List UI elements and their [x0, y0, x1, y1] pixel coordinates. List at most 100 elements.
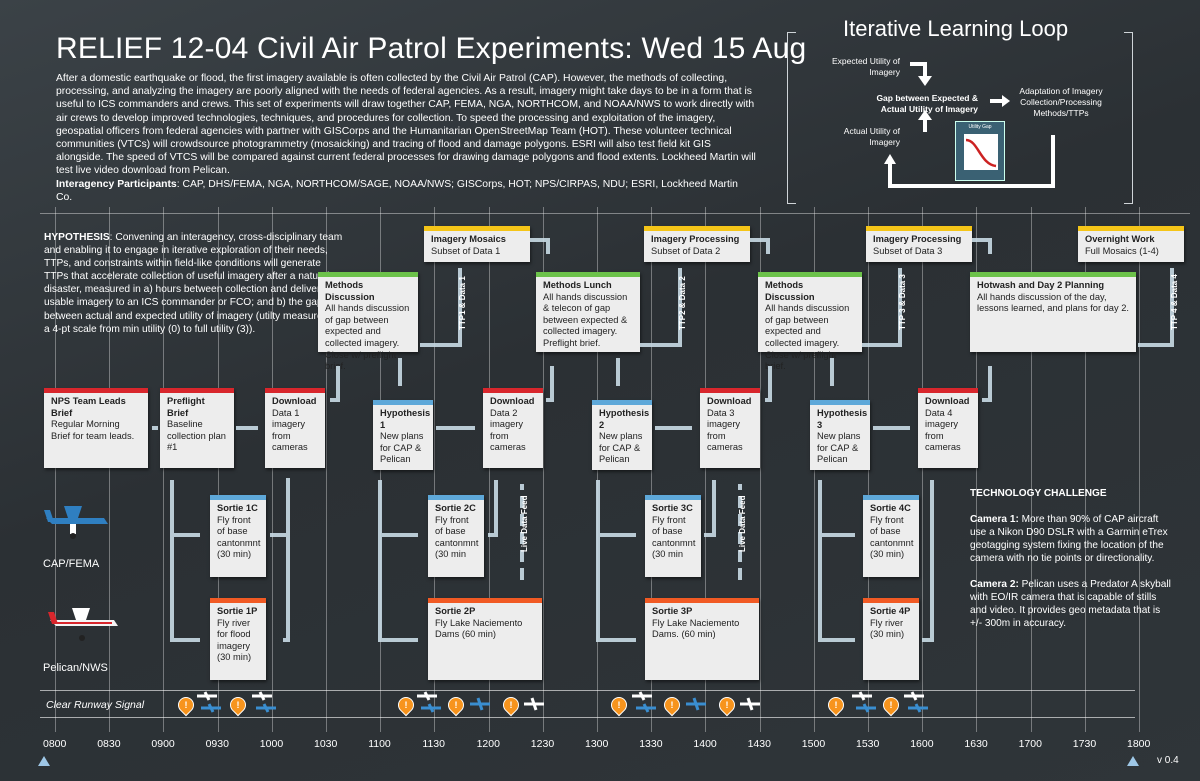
loop-bracket-left	[787, 32, 796, 204]
card-text: Data 4 imagery from cameras	[925, 407, 961, 453]
time-gridline	[109, 207, 111, 732]
hypothesis-text: HYPOTHESIS: Convening an interagency, cr…	[44, 231, 344, 336]
card-heading: Sortie 3P	[652, 606, 693, 616]
card-text: Baseline collection plan #1	[167, 419, 226, 453]
card-heading: Sortie 2C	[435, 503, 476, 513]
card-text: Fly front of base cantonmnt (30 min)	[870, 514, 914, 560]
triangle-marker-icon	[1127, 756, 1139, 766]
time-label: 1100	[368, 738, 391, 750]
card-text: New plans for CAP & Pelican	[599, 431, 643, 465]
card-heading: Preflight Brief	[167, 396, 205, 418]
time-label: 0800	[43, 738, 67, 750]
cap-plane-icon	[44, 506, 108, 539]
cap-label: CAP/FEMA	[43, 558, 100, 570]
time-label: 0930	[205, 738, 229, 750]
card-heading: Sortie 2P	[435, 606, 476, 616]
page-title: RELIEF 12-04 Civil Air Patrol Experiment…	[56, 32, 807, 65]
card-text: Fly river (30 min)	[870, 617, 905, 640]
card-text: All hands discussion & telecon of gap be…	[543, 291, 628, 348]
hypothesis-body: : Convening an interagency, cross-discip…	[44, 232, 343, 335]
card-heading: Imagery Mosaics	[431, 234, 506, 244]
time-gridline	[217, 207, 219, 732]
timeline-bottom-rule	[40, 717, 1135, 718]
cap-plane-small-icon	[470, 697, 490, 711]
card-text: Data 2 imagery from cameras	[490, 407, 526, 453]
pelican-plane-small-icon	[524, 697, 544, 711]
warning-pin-icon: !	[879, 693, 903, 717]
time-label: 1600	[910, 738, 934, 750]
timeline-top-rule	[40, 213, 1190, 214]
card-text: Subset of Data 2	[651, 245, 721, 256]
time-label: 1130	[422, 738, 445, 750]
time-gridline	[922, 207, 924, 732]
time-gridline	[705, 207, 707, 732]
time-label: 1630	[964, 738, 988, 750]
warning-pin-icon: !	[394, 693, 418, 717]
warning-pin-icon: !	[444, 693, 468, 717]
plane-pair-icon	[904, 691, 928, 713]
card-heading: Download	[925, 396, 970, 406]
live-feed-label-2: Live Data Feed	[738, 495, 747, 552]
pelican-label: Pelican/NWS	[43, 662, 108, 674]
card-heading: Download	[707, 396, 752, 406]
card-heading: Hypothesis 3	[817, 408, 868, 430]
time-label: 1030	[314, 738, 338, 750]
version-label: v 0.4	[1157, 755, 1179, 766]
time-gridline	[759, 207, 761, 732]
hypothesis-label: HYPOTHESIS	[44, 232, 110, 243]
runway-rule	[40, 690, 1135, 691]
loop-expected: Expected Utility of Imagery	[831, 56, 900, 77]
plane-pair-icon	[417, 691, 441, 713]
utility-gap-curve	[964, 134, 998, 170]
card-heading: Imagery Processing	[873, 234, 962, 244]
time-label: 0830	[97, 738, 121, 750]
time-label: 0900	[151, 738, 175, 750]
time-label: 1430	[747, 738, 771, 750]
cap-plane-small-icon	[686, 697, 706, 711]
time-label: 1400	[693, 738, 717, 750]
loop-title: Iterative Learning Loop	[843, 16, 1069, 41]
time-gridline	[55, 207, 56, 732]
time-gridline	[976, 207, 978, 732]
card-heading: Hypothesis 1	[380, 408, 431, 430]
live-feed-label-1: Live Data Feed	[520, 495, 529, 552]
utility-gap-title: Utility Gap	[968, 124, 992, 130]
card-text: Fly Lake Naciemento Dams (60 min)	[435, 617, 523, 640]
participants-text: : CAP, DHS/FEMA, NGA, NORTHCOM/SAGE, NOA…	[56, 178, 738, 203]
time-gridline	[488, 207, 490, 732]
time-gridline	[1030, 207, 1032, 732]
loop-actual: Actual Utility of Imagery	[843, 126, 900, 147]
warning-pin-icon: !	[660, 693, 684, 717]
time-label: 1200	[476, 738, 500, 750]
card-heading: Download	[272, 396, 317, 406]
plane-pair-icon	[252, 691, 276, 713]
card-heading: Hypothesis 2	[599, 408, 650, 430]
time-gridline	[542, 207, 544, 732]
card-heading: Imagery Processing	[651, 234, 740, 244]
loop-gap: Gap between Expected & Actual Utility of…	[876, 93, 978, 114]
card-heading: Download	[490, 396, 535, 406]
card-heading: Sortie 4C	[870, 503, 911, 513]
time-label: 1230	[530, 738, 555, 750]
intro-text: After a domestic earthquake or flood, th…	[56, 72, 756, 204]
time-label: 1330	[639, 738, 663, 750]
pelican-plane-small-icon	[740, 697, 760, 711]
card-text: All hands discussion of gap between expe…	[765, 303, 850, 372]
warning-pin-icon: !	[226, 693, 250, 717]
time-label: 1500	[801, 738, 826, 750]
card-text: Fly Lake Naciemento Dams. (60 min)	[652, 617, 740, 640]
card-heading: Overnight Work	[1085, 234, 1155, 244]
pelican-plane-icon	[48, 608, 118, 641]
